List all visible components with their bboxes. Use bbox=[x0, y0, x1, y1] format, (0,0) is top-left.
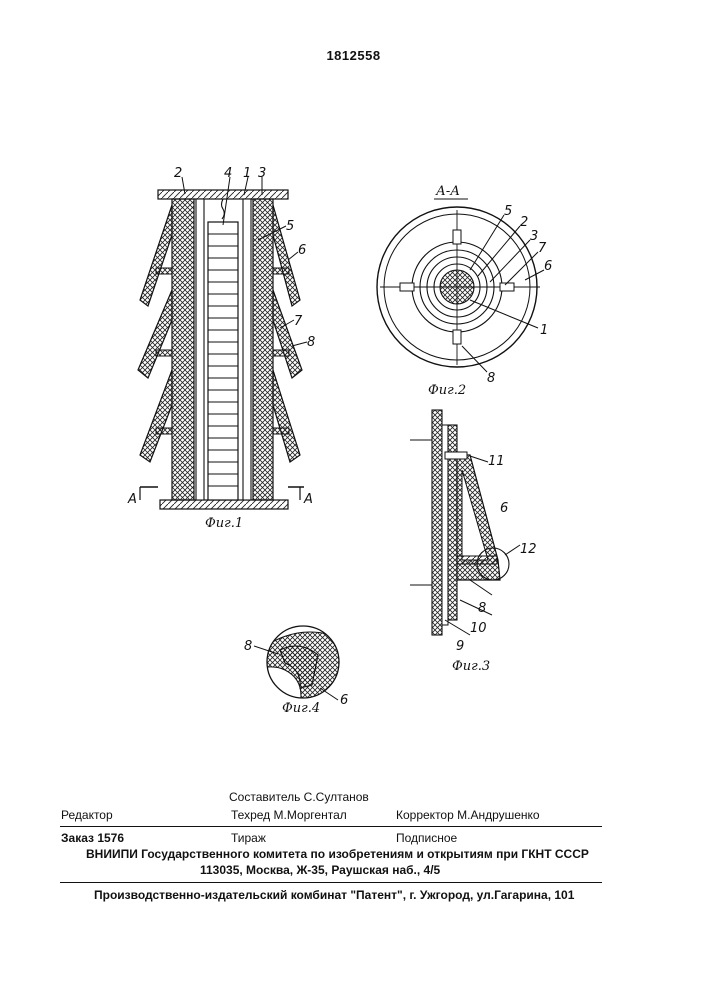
fig1-caption: Фиг.1 bbox=[205, 516, 243, 531]
fig2-label: 2 bbox=[520, 215, 528, 230]
fig4-label: 8 bbox=[244, 639, 252, 654]
left-wall bbox=[172, 199, 194, 500]
fig1-label: 1 bbox=[243, 166, 251, 181]
fig2-label: 6 bbox=[544, 259, 552, 274]
fig2-label: 5 bbox=[504, 204, 512, 219]
section-mark-right: А bbox=[303, 492, 313, 507]
section-mark-left: А bbox=[127, 492, 137, 507]
fig2-label: 8 bbox=[487, 371, 495, 386]
subscription: Подписное bbox=[396, 831, 457, 845]
divider bbox=[60, 826, 602, 827]
core bbox=[208, 222, 238, 500]
top-plate bbox=[158, 190, 288, 199]
fig3-label: 11 bbox=[488, 454, 505, 469]
figure-1: 2 4 1 3 5 6 7 8 А А Фиг.1 bbox=[127, 166, 315, 531]
fig1-label: 2 bbox=[174, 166, 182, 181]
fig3-label: 8 bbox=[478, 601, 486, 616]
fig3-label: 9 bbox=[456, 639, 464, 654]
fig2-caption: Фиг.2 bbox=[428, 383, 466, 398]
fig1-label: 7 bbox=[294, 314, 303, 329]
fig3-caption: Фиг.3 bbox=[452, 659, 490, 674]
fig1-label: 4 bbox=[224, 166, 232, 181]
corrector: Корректор М.Андрушенко bbox=[396, 808, 540, 822]
fig3-label: 12 bbox=[520, 542, 537, 557]
fig1-label: 5 bbox=[286, 219, 294, 234]
fig2-label: 1 bbox=[540, 323, 548, 338]
order-number: Заказ 1576 bbox=[61, 831, 124, 845]
figure-2: А-А 5 2 3 7 6 1 8 Фиг.2 bbox=[377, 184, 552, 398]
fig4-caption: Фиг.4 bbox=[282, 701, 320, 716]
fig1-label: 6 bbox=[298, 243, 306, 258]
vniipi-line: ВНИИПИ Государственного комитета по изоб… bbox=[86, 847, 589, 861]
figure-4: 8 6 Фиг.4 bbox=[244, 625, 348, 716]
technical-drawing: 2 4 1 3 5 6 7 8 А А Фиг.1 А-А 5 2 bbox=[0, 0, 707, 780]
figure-3: 11 6 12 8 10 9 Фиг.3 bbox=[410, 410, 537, 674]
fig3-label: 6 bbox=[500, 501, 508, 516]
editor-label: Редактор bbox=[61, 808, 113, 822]
fig1-label: 3 bbox=[258, 166, 266, 181]
bottom-plate bbox=[160, 500, 288, 509]
fig2-label: 7 bbox=[538, 241, 547, 256]
fig1-label: 8 bbox=[307, 335, 315, 350]
techred: Техред М.Моргентал bbox=[231, 808, 347, 822]
fig3-label: 10 bbox=[470, 621, 487, 636]
fig4-label: 6 bbox=[340, 693, 348, 708]
circulation: Тираж bbox=[231, 831, 266, 845]
publisher-line: Производственно-издательский комбинат "П… bbox=[94, 888, 574, 902]
address-line: 113035, Москва, Ж-35, Раушская наб., 4/5 bbox=[200, 863, 440, 877]
composer: Составитель С.Султанов bbox=[229, 790, 369, 804]
divider bbox=[60, 882, 602, 883]
fig2-section-title: А-А bbox=[435, 184, 460, 199]
right-wall bbox=[253, 199, 273, 500]
